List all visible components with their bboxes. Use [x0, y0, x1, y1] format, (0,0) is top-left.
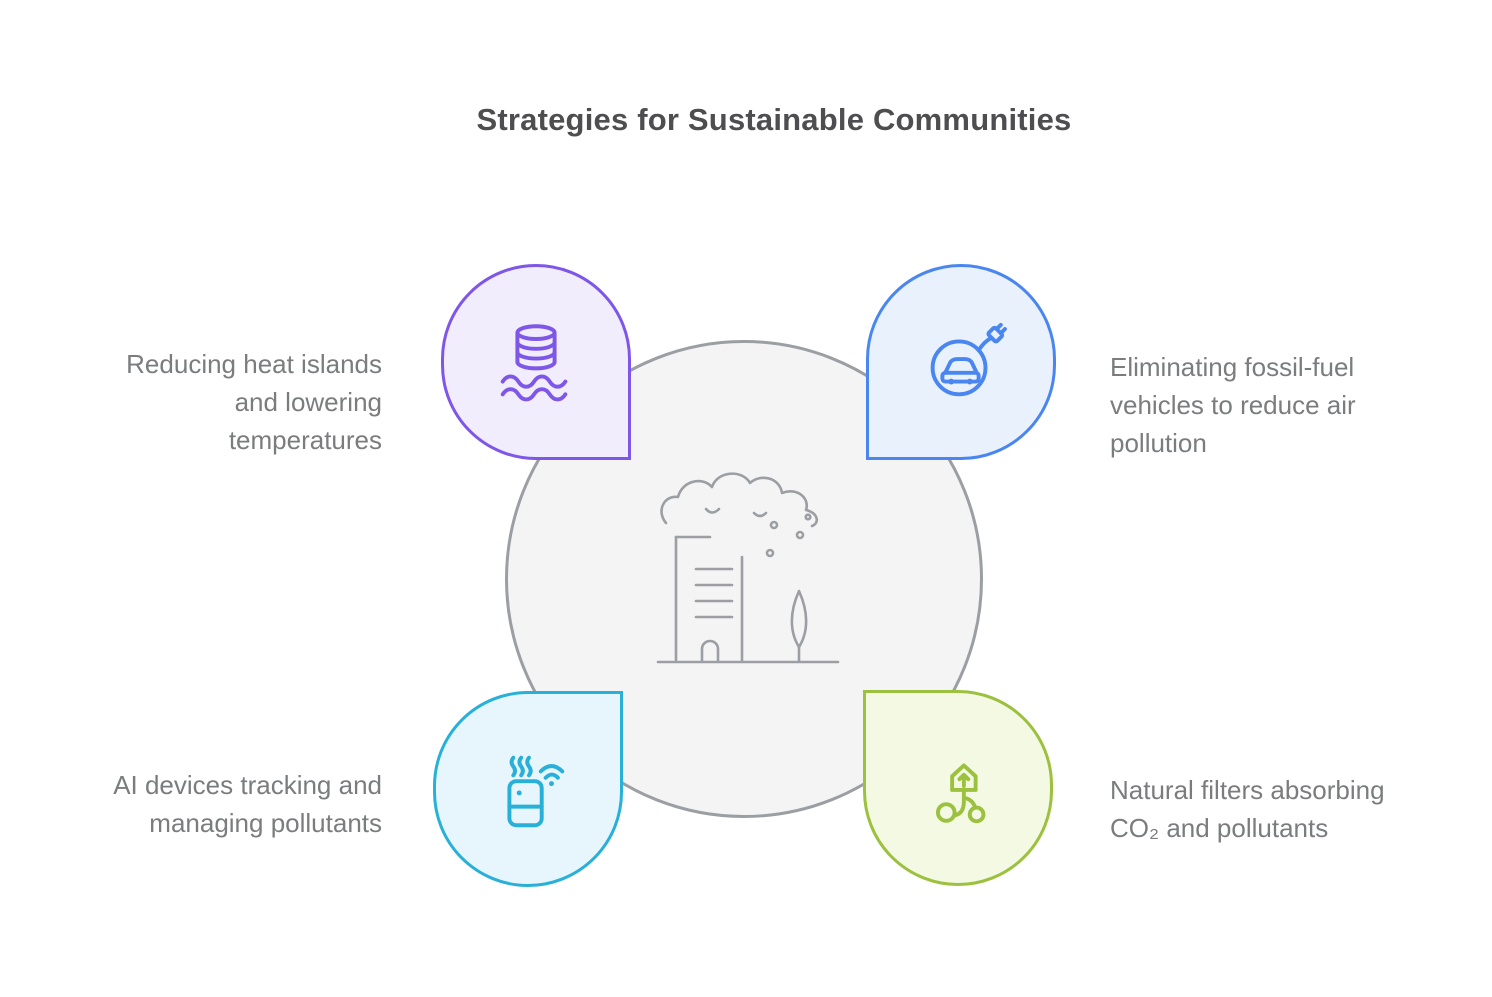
water-thermal-storage-icon	[500, 324, 568, 402]
caption-heat-islands: Reducing heat islands and lowering tempe…	[126, 349, 382, 455]
caption-ai-monitoring: AI devices tracking and managing polluta…	[113, 770, 382, 838]
bubble-heat-islands	[441, 264, 631, 460]
building-windows	[694, 567, 734, 619]
electric-vehicle-charging-icon	[930, 322, 1007, 397]
cloud-arc	[752, 511, 768, 518]
cloud-arc	[704, 507, 721, 514]
plant-natural-filter-icon	[935, 763, 986, 824]
caption-ev-adoption: Eliminating fossil-fuel vehicles to redu…	[1110, 352, 1356, 458]
bubble-ai-monitoring	[433, 691, 623, 887]
cloud-outline	[660, 472, 819, 528]
page-title: Strategies for Sustainable Communities	[476, 102, 1072, 137]
bubble-natural-filters	[863, 690, 1053, 886]
building-door	[700, 639, 720, 663]
bubble-ev-adoption	[866, 264, 1056, 460]
particle	[795, 530, 805, 540]
particle	[765, 548, 775, 558]
particle	[804, 513, 812, 521]
particle	[769, 520, 779, 530]
tree-crown	[790, 589, 808, 649]
smart-air-purifier-icon	[507, 755, 565, 828]
caption-natural-filters: Natural filters absorbing CO₂ and pollut…	[1110, 775, 1385, 843]
city-skyline-illustration	[656, 472, 840, 664]
